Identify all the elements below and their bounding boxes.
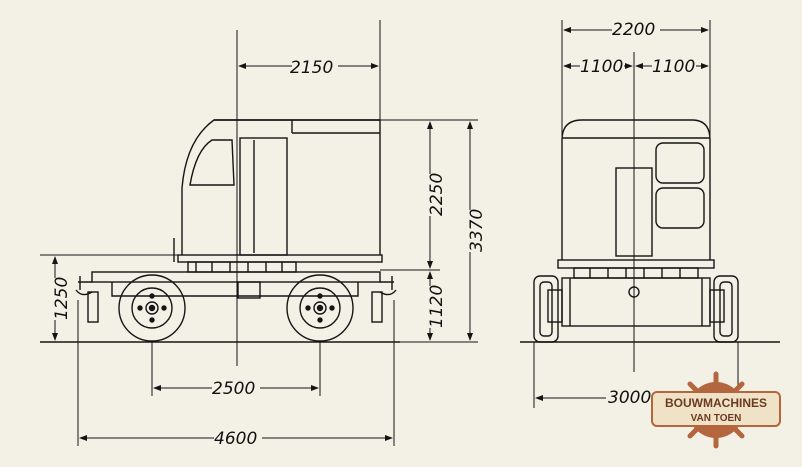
cab-window-front-upper bbox=[655, 142, 705, 184]
dim-cab-height: 2250 bbox=[427, 173, 447, 216]
chassis-frame-side bbox=[75, 271, 397, 323]
dim-platform-height: 1120 bbox=[427, 285, 447, 328]
dim-half-left: 1100 bbox=[580, 57, 623, 77]
dim-cab-width: 2200 bbox=[612, 20, 655, 40]
chassis-front bbox=[547, 277, 725, 327]
cab-window-front-lower bbox=[655, 187, 705, 229]
wheel-left-front bbox=[533, 275, 559, 343]
dim-cab-length: 2150 bbox=[290, 58, 333, 78]
dim-wheelbase: 2500 bbox=[212, 379, 255, 399]
dim-overall-height: 3370 bbox=[467, 209, 487, 252]
turntable-side bbox=[173, 238, 383, 273]
front-view bbox=[520, 20, 780, 408]
logo-line-1: BOUWMACHINES bbox=[665, 396, 767, 410]
cab-body-side bbox=[181, 119, 381, 256]
bouwmachines-logo: BOUWMACHINES VAN TOEN bbox=[651, 371, 781, 449]
wheel-front-side bbox=[286, 274, 354, 342]
wheel-rear-side bbox=[118, 274, 186, 342]
dim-half-right: 1100 bbox=[652, 57, 695, 77]
dimension-lines-front bbox=[533, 20, 739, 408]
dim-track-width: 3000 bbox=[608, 388, 651, 408]
cab-body-front bbox=[561, 119, 711, 260]
dim-buffer-height: 1250 bbox=[52, 277, 72, 320]
wheel-right-front bbox=[713, 275, 739, 343]
cab-door-side bbox=[239, 137, 288, 256]
dim-overall-length: 4600 bbox=[214, 429, 257, 449]
cab-window-side bbox=[189, 139, 235, 186]
logo-line-2: VAN TOEN bbox=[691, 413, 742, 424]
